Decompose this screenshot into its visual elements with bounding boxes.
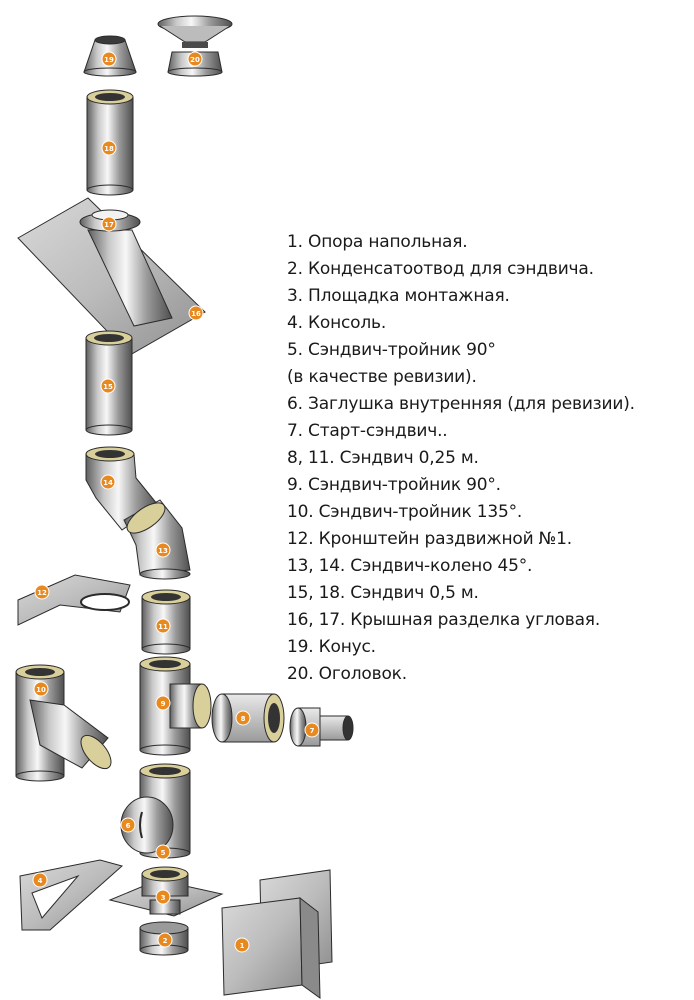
- badge-20: 20: [187, 51, 203, 67]
- badge-5: 5: [155, 844, 171, 860]
- svg-text:1: 1: [240, 942, 245, 950]
- svg-text:14: 14: [103, 479, 113, 487]
- svg-text:20: 20: [190, 56, 200, 64]
- badge-15: 15: [100, 378, 116, 394]
- badges: 1 2 3 4 5 6 7 8 9 10 11 12 13 14 15 16 1…: [32, 51, 320, 953]
- badge-11: 11: [155, 618, 171, 634]
- legend-item: 16, 17. Крышная разделка угловая.: [287, 610, 601, 630]
- legend-item: 7. Старт-сэндвич..: [287, 421, 448, 441]
- badge-13: 13: [155, 542, 171, 558]
- legend-item: 3. Площадка монтажная.: [287, 286, 510, 306]
- floor-support-1: [221, 869, 333, 999]
- badge-12: 12: [34, 584, 50, 600]
- condensate-drain-2: [139, 921, 189, 956]
- svg-text:13: 13: [158, 547, 168, 555]
- svg-text:2: 2: [163, 937, 168, 945]
- svg-text:15: 15: [103, 383, 113, 391]
- legend-item: 12. Кронштейн раздвижной №1.: [287, 529, 572, 549]
- console-4: [19, 859, 124, 931]
- svg-text:11: 11: [158, 623, 168, 631]
- svg-text:8: 8: [241, 715, 246, 723]
- pipe-8: [211, 693, 285, 743]
- start-sandwich-7: [289, 707, 354, 747]
- legend-item: 13, 14. Сэндвич-колено 45°.: [287, 556, 533, 576]
- svg-text:3: 3: [161, 894, 166, 902]
- legend-item: 8, 11. Сэндвич 0,25 м.: [287, 448, 479, 468]
- parts-legend: 1. Опора напольная. 2. Конденсатоотвод д…: [287, 229, 687, 688]
- roof-flashing-16-17: [17, 197, 206, 356]
- svg-text:19: 19: [104, 56, 114, 64]
- badge-3: 3: [155, 889, 171, 905]
- badge-1: 1: [234, 937, 250, 953]
- svg-text:5: 5: [161, 849, 166, 857]
- badge-16: 16: [188, 305, 204, 321]
- legend-item: 9. Сэндвич-тройник 90°.: [287, 475, 501, 495]
- legend-item: 19. Конус.: [287, 637, 376, 657]
- svg-text:10: 10: [36, 686, 46, 694]
- badge-19: 19: [101, 51, 117, 67]
- svg-text:7: 7: [310, 727, 315, 735]
- badge-8: 8: [235, 710, 251, 726]
- legend-item: 15, 18. Сэндвич 0,5 м.: [287, 583, 479, 603]
- legend-item: 4. Консоль.: [287, 313, 387, 333]
- badge-18: 18: [101, 140, 117, 156]
- legend-item: 5. Сэндвич-тройник 90°: [287, 340, 496, 360]
- svg-text:6: 6: [126, 822, 131, 830]
- legend-item: 1. Опора напольная.: [287, 232, 468, 252]
- badge-7: 7: [304, 722, 320, 738]
- legend-item: 6. Заглушка внутренняя (для ревизии).: [287, 394, 635, 414]
- cap-20: [157, 15, 233, 77]
- svg-text:9: 9: [161, 700, 166, 708]
- bracket-12: [17, 574, 131, 626]
- svg-text:4: 4: [38, 877, 43, 885]
- tee-90-9: [139, 656, 212, 756]
- legend-item: 10. Сэндвич-тройник 135°.: [287, 502, 523, 522]
- svg-text:12: 12: [37, 589, 47, 597]
- legend-item: 20. Оголовок.: [287, 664, 407, 684]
- legend-item: 2. Конденсатоотвод для сэндвича.: [287, 259, 594, 279]
- tee-135-10: [15, 664, 112, 782]
- legend-item: (в качестве ревизии).: [287, 367, 477, 387]
- badge-4: 4: [32, 872, 48, 888]
- badge-14: 14: [100, 474, 116, 490]
- svg-text:16: 16: [191, 310, 201, 318]
- badge-10: 10: [33, 681, 49, 697]
- elbow-13: [123, 499, 191, 580]
- badge-2: 2: [157, 932, 173, 948]
- badge-9: 9: [155, 695, 171, 711]
- svg-text:18: 18: [104, 145, 114, 153]
- svg-text:17: 17: [104, 221, 114, 229]
- badge-6: 6: [120, 817, 136, 833]
- badge-17: 17: [101, 216, 117, 232]
